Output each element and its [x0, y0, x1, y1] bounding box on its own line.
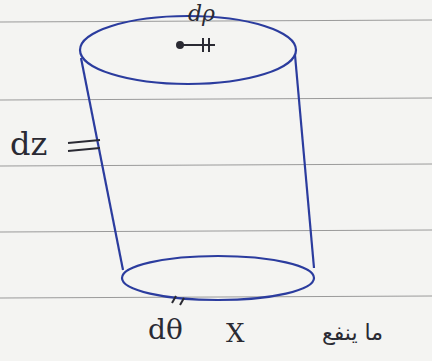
differential-label: dρ	[188, 3, 215, 25]
differential-label: dθ	[148, 316, 183, 344]
tick-marks	[68, 38, 215, 305]
handwritten-note: ما ينفع	[322, 322, 383, 344]
cylinder-outline	[80, 16, 314, 300]
differential-label: dz	[10, 128, 47, 160]
cross-mark: X	[226, 320, 245, 346]
